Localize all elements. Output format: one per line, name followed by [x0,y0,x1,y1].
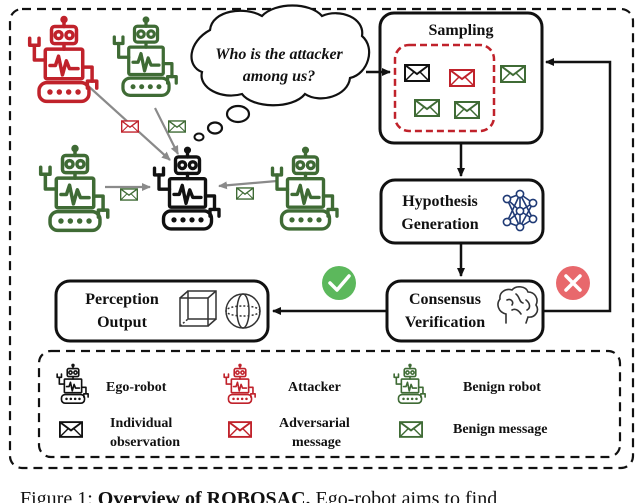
consensus-title-line2: Verification [405,314,485,331]
figure-caption: Figure 1: Overview of ROBOSAC. Ego-robot… [20,488,497,503]
benign-message-icon [167,120,187,133]
legend-benign-message-label: Benign message [453,422,548,437]
attacker-legend-icon [223,363,257,405]
ego-robot-legend-icon [56,363,90,405]
sample-subset-box [393,43,496,133]
observation-legend-icon [58,421,84,438]
benign-robot-icon [112,15,179,98]
adversarial-legend-icon [227,421,253,438]
legend: Ego-robot Attacker Benign robot Individu… [37,349,622,459]
observation-message-icon [404,64,430,82]
benign-robot-icon [273,148,338,229]
benign-message-legend-icon [398,421,424,438]
caption-title: Overview of ROBOSAC. [98,488,311,503]
thought-cloud: Who is the attacker among us? [190,4,371,142]
legend-adversarial-line1: Adversarial [279,416,350,431]
legend-observation-line2: observation [110,435,180,450]
benign-robot-legend-icon [393,363,427,405]
legend-ego-label: Ego-robot [106,380,167,395]
cross-icon [556,266,590,300]
attacker-robot-icon [27,15,99,104]
perception-title-line2: Output [97,314,147,331]
cube-icon [179,290,217,327]
thought-text-line1: Who is the attacker [215,46,343,63]
legend-observation-line1: Individual [110,416,172,431]
hypothesis-title-line2: Generation [401,216,478,233]
benign-message-icon [235,187,255,200]
message-arrow [154,107,179,155]
sphere-icon [225,293,261,329]
hypothesis-block: Hypothesis Generation [379,178,545,245]
consensus-block: Consensus Verification [385,279,545,343]
outer-frame [8,7,635,470]
benign-message-icon [119,188,139,201]
caption-prefix: Figure 1: [20,488,98,503]
legend-benign-robot-label: Benign robot [463,380,541,395]
perception-title-line1: Perception [85,291,159,308]
legend-attacker-label: Attacker [288,380,341,395]
check-icon [322,266,356,300]
robot-scene [27,15,338,231]
brain-icon [497,286,539,324]
ego-robot-icon [155,148,220,229]
feedback-arrow [543,58,612,313]
legend-adversarial-line2: message [292,435,341,450]
message-arrow [218,179,278,190]
adversarial-message-icon [120,120,140,133]
sampling-block: Sampling [378,11,544,145]
caption-rest: Ego-robot aims to find [311,488,498,503]
adversarial-message-icon [449,69,475,87]
perception-block: Perception Output [54,279,270,343]
consensus-title-line1: Consensus [409,291,481,308]
hypothesis-title-line1: Hypothesis [402,193,478,210]
sampling-title: Sampling [429,22,494,39]
benign-message-icon [500,65,526,83]
benign-message-icon [414,99,440,117]
thought-text-line2: among us? [243,68,315,85]
benign-message-icon [454,101,480,119]
benign-robot-icon [41,147,108,231]
neural-network-icon [502,189,538,232]
